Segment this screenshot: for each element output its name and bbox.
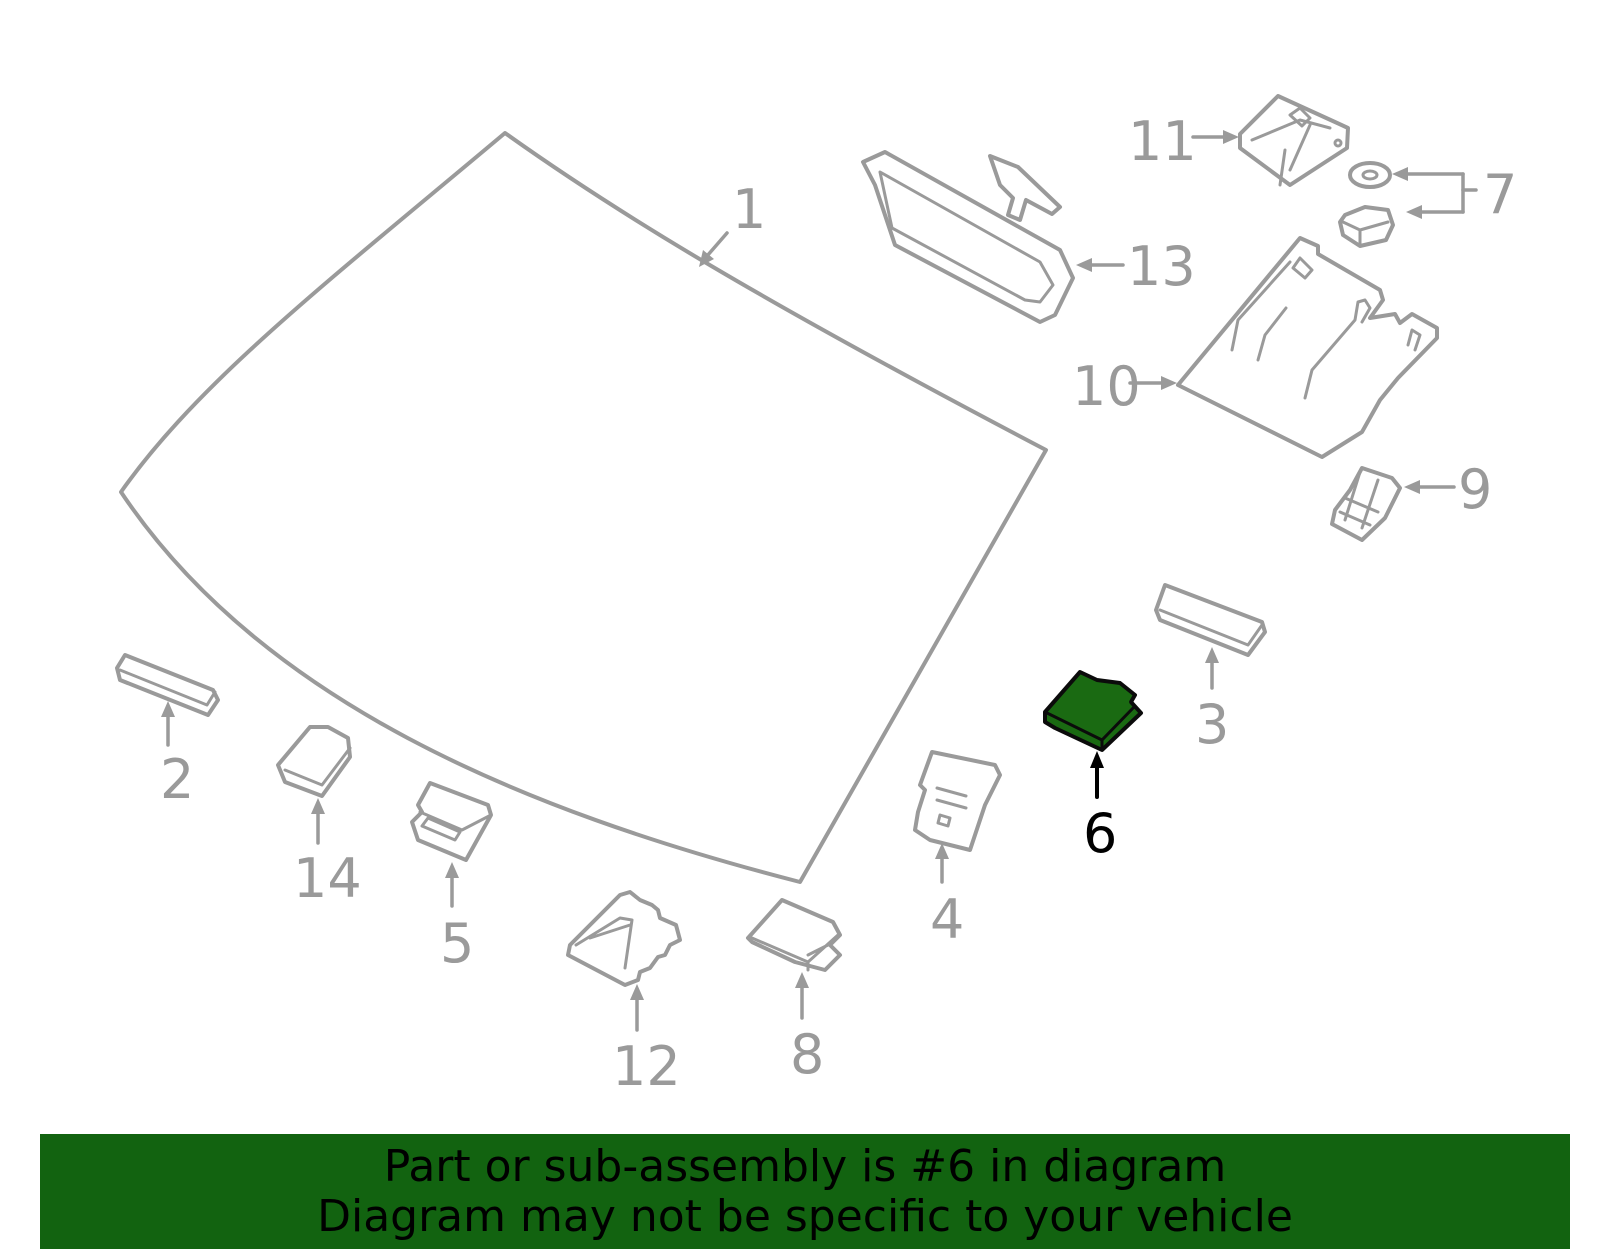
part-14-cap[interactable] — [276, 725, 352, 798]
part-9-connector[interactable] — [1330, 466, 1402, 542]
leader-12 — [630, 984, 644, 1032]
part-6-module-highlighted[interactable] — [1043, 670, 1143, 752]
part-7-clip-washer[interactable] — [1338, 161, 1395, 248]
callout-6[interactable]: 6 — [1083, 802, 1117, 865]
callout-14[interactable]: 14 — [293, 847, 362, 910]
callout-11[interactable]: 11 — [1128, 110, 1197, 173]
notice-banner: Part or sub-assembly is #6 in diagram Di… — [40, 1134, 1570, 1249]
part-4-sensor[interactable] — [913, 750, 1002, 852]
part-3-strip[interactable] — [1154, 583, 1267, 657]
leader-7 — [1392, 167, 1478, 219]
banner-line-1: Part or sub-assembly is #6 in diagram — [383, 1140, 1227, 1192]
part-8-module[interactable] — [746, 898, 842, 972]
part-5-mount[interactable] — [410, 781, 493, 862]
callout-13[interactable]: 13 — [1127, 235, 1196, 298]
leader-1 — [699, 231, 729, 267]
callout-3[interactable]: 3 — [1195, 693, 1229, 756]
part-11-bracket[interactable] — [1238, 94, 1350, 187]
part-10-cover[interactable] — [1176, 236, 1439, 459]
callout-1[interactable]: 1 — [732, 178, 766, 241]
leader-9 — [1404, 480, 1456, 494]
callout-4[interactable]: 4 — [930, 888, 964, 951]
banner-line-2: Diagram may not be specific to your vehi… — [317, 1190, 1293, 1242]
part-1-windshield[interactable] — [119, 131, 1048, 884]
leader-4 — [935, 843, 949, 884]
callout-10[interactable]: 10 — [1072, 355, 1141, 418]
leader-13 — [1076, 258, 1125, 272]
leader-2 — [161, 701, 175, 747]
callout-8[interactable]: 8 — [790, 1023, 824, 1086]
leader-8 — [795, 972, 809, 1020]
callout-7[interactable]: 7 — [1483, 163, 1517, 226]
callout-12[interactable]: 12 — [612, 1035, 681, 1098]
part-2-strip[interactable] — [115, 653, 220, 717]
part-12-bracket[interactable] — [566, 890, 682, 987]
callout-5[interactable]: 5 — [440, 912, 474, 975]
leader-3 — [1205, 647, 1219, 690]
leader-6 — [1090, 751, 1104, 799]
leader-5 — [445, 862, 459, 908]
leader-14 — [311, 798, 325, 845]
leader-11 — [1191, 130, 1239, 144]
callout-2[interactable]: 2 — [160, 748, 194, 811]
part-13-rearview-mirror[interactable] — [861, 150, 1075, 324]
leader-10 — [1128, 376, 1177, 390]
callout-9[interactable]: 9 — [1458, 458, 1492, 521]
